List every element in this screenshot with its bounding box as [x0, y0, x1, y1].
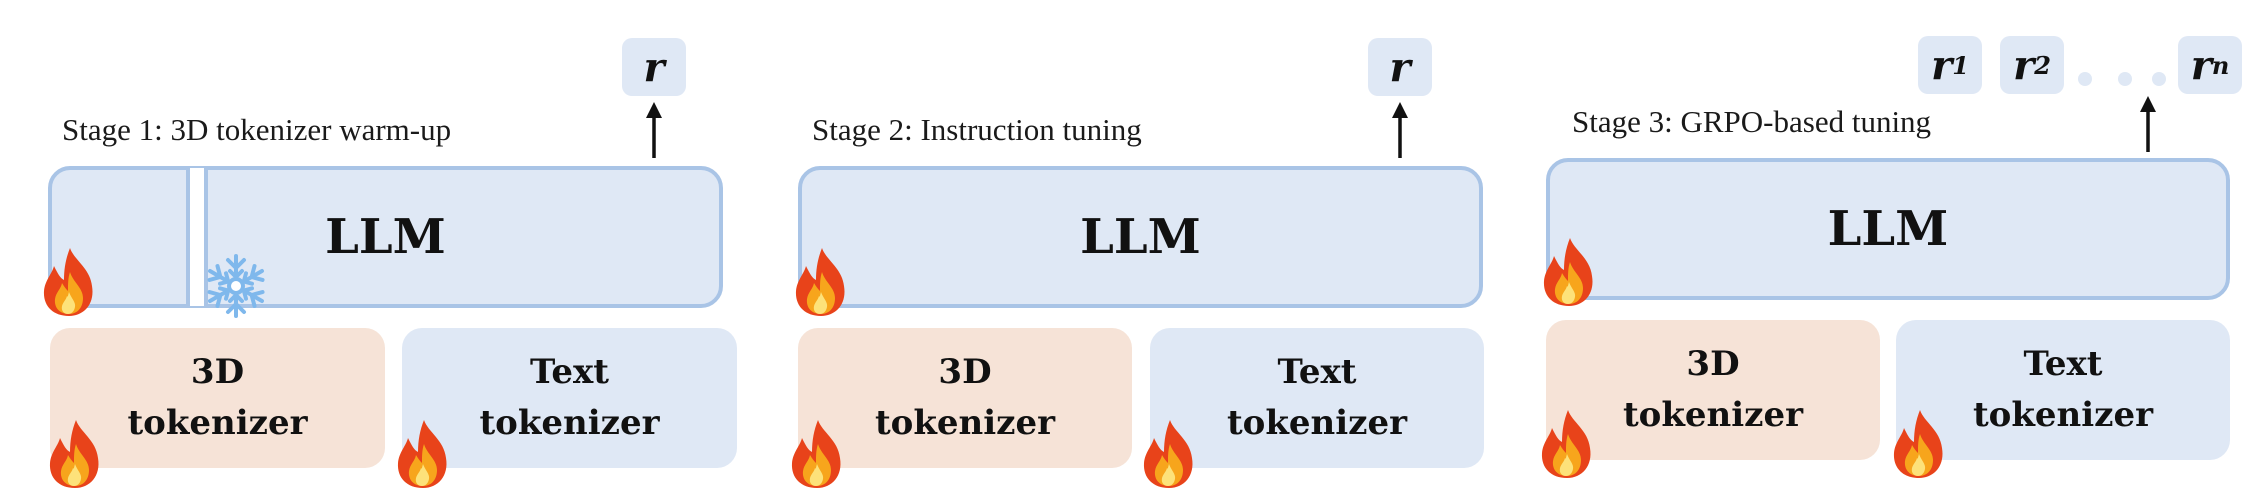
tokenizer-line-1: 3D — [190, 352, 245, 392]
stage-1-llm-split-edge — [204, 168, 208, 306]
reward-symbol: r — [643, 43, 665, 91]
llm-label: LLM — [325, 209, 446, 265]
stage-1-title: Stage 1: 3D tokenizer warm-up — [62, 112, 452, 147]
reward-subscript: n — [2211, 50, 2230, 80]
tokenizer-line-2: tokenizer — [479, 403, 660, 443]
stage-3-3d-tokenizer: 3D tokenizer — [1546, 320, 1880, 460]
tokenizer-line-1: Text — [1277, 352, 1357, 392]
tokenizer-line-2: tokenizer — [1226, 403, 1408, 443]
stage-3-llm-box: LLM — [1546, 158, 2230, 300]
tokenizer-line-2: tokenizer — [874, 403, 1056, 443]
stage-1-reward: r — [622, 38, 686, 96]
stage-2-llm-box: LLM — [798, 166, 1483, 308]
tokenizer-line-1: Text — [2023, 344, 2103, 384]
llm-label: LLM — [1080, 209, 1201, 265]
ellipsis-dot — [2078, 72, 2092, 86]
reward-symbol: r — [1931, 41, 1953, 89]
flame-icon — [1540, 236, 1598, 308]
tokenizer-line-1: 3D — [1686, 344, 1740, 384]
ellipsis-dot — [2118, 72, 2132, 86]
stage-3-title: Stage 3: GRPO-based tuning — [1572, 104, 1932, 139]
stage-1-llm-split — [190, 168, 204, 306]
stage-1-llm-box: LLM — [48, 166, 723, 308]
reward-symbol: r — [2013, 41, 2035, 89]
tokenizer-line-2: tokenizer — [1622, 395, 1804, 435]
tokenizer-line-2: tokenizer — [1972, 395, 2154, 435]
reward-symbol: r — [1389, 43, 1411, 91]
stage-2-reward: r — [1368, 38, 1432, 96]
stage-2-text-tokenizer: Text tokenizer — [1150, 328, 1484, 468]
reward-subscript: 2 — [2034, 50, 2051, 80]
stage-1-text-tokenizer: Text tokenizer — [402, 328, 737, 468]
stage-1-3d-tokenizer: 3D tokenizer — [50, 328, 385, 468]
stage-2: Stage 2: Instruction tuning r LLM 3D toke… — [0, 38, 1484, 504]
stage-1-llm-split-edge — [186, 168, 190, 306]
reward-subscript: 1 — [1952, 50, 1969, 80]
flame-icon — [1538, 408, 1596, 480]
stage-1: Stage 1: 3D tokenizer warm-up r LLM 3D to… — [0, 0, 740, 504]
tokenizer-line-1: Text — [529, 352, 609, 392]
arrow-up-icon — [2138, 96, 2158, 152]
flame-icon — [1890, 408, 1948, 480]
stage-3-text-tokenizer: Text tokenizer — [1896, 320, 2230, 460]
tokenizer-line-2: tokenizer — [127, 403, 308, 443]
tokenizer-line-1: 3D — [938, 352, 992, 392]
ellipsis-dot — [2152, 72, 2166, 86]
stage-2-title: Stage 2: Instruction tuning — [812, 112, 1142, 147]
stage-2-3d-tokenizer: 3D tokenizer — [798, 328, 1132, 468]
llm-label: LLM — [1827, 201, 1949, 257]
reward-symbol: r — [2190, 41, 2212, 89]
